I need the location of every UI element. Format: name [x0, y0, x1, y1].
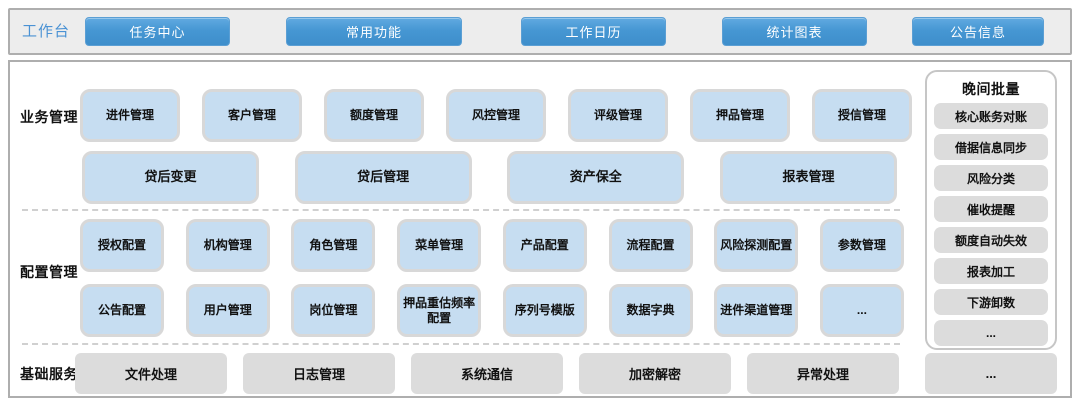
base-service-box[interactable]: 加密解密 — [579, 353, 731, 394]
base-service-box[interactable]: 异常处理 — [747, 353, 899, 394]
business-module-box[interactable]: 评级管理 — [568, 89, 668, 142]
dashed-divider-1 — [22, 209, 900, 211]
config-row-2: 公告配置用户管理岗位管理押品重估频率配置序列号模版数据字典进件渠道管理... — [80, 284, 904, 337]
workbench-button-common-functions[interactable]: 常用功能 — [286, 17, 462, 46]
config-module-box[interactable]: 用户管理 — [185, 284, 270, 337]
night-batch-item[interactable]: 报表加工 — [934, 258, 1048, 284]
config-module-box[interactable]: 机构管理 — [185, 219, 270, 272]
main-panel: 业务管理 配置管理 基础服务 进件管理客户管理额度管理风控管理评级管理押品管理授… — [8, 60, 1072, 398]
night-batch-item[interactable]: 下游卸数 — [934, 289, 1048, 315]
business-module-box[interactable]: 客户管理 — [202, 89, 302, 142]
section-label-base: 基础服务 — [20, 366, 78, 382]
night-batch-item[interactable]: 催收提醒 — [934, 196, 1048, 222]
section-label-config: 配置管理 — [20, 264, 78, 280]
business-module-box[interactable]: 押品管理 — [690, 89, 790, 142]
business-row-2: 贷后变更贷后管理资产保全报表管理 — [82, 151, 897, 204]
business-row-1: 进件管理客户管理额度管理风控管理评级管理押品管理授信管理 — [80, 89, 912, 142]
workbench-button-work-calendar[interactable]: 工作日历 — [521, 17, 666, 46]
business-module-box[interactable]: 风控管理 — [446, 89, 546, 142]
config-module-box[interactable]: 进件渠道管理 — [714, 284, 799, 337]
config-module-box[interactable]: 公告配置 — [80, 284, 164, 337]
night-batch-item[interactable]: 额度自动失效 — [934, 227, 1048, 253]
night-batch-title: 晚间批量 — [962, 81, 1020, 97]
config-module-box[interactable]: 序列号模版 — [502, 284, 587, 337]
config-module-box[interactable]: 参数管理 — [819, 219, 904, 272]
workbench-bar: 工作台 任务中心 常用功能 工作日历 统计图表 公告信息 — [8, 8, 1072, 55]
config-row-1: 授权配置机构管理角色管理菜单管理产品配置流程配置风险探测配置参数管理 — [80, 219, 904, 272]
config-module-box[interactable]: 押品重估频率配置 — [397, 284, 482, 337]
night-batch-item[interactable]: 风险分类 — [934, 165, 1048, 191]
base-services-more-box[interactable]: ... — [925, 353, 1057, 394]
business-module-box[interactable]: 贷后管理 — [294, 151, 472, 204]
business-module-box[interactable]: 资产保全 — [507, 151, 685, 204]
config-module-box[interactable]: ... — [819, 284, 904, 337]
business-module-box[interactable]: 授信管理 — [812, 89, 912, 142]
business-module-box[interactable]: 额度管理 — [324, 89, 424, 142]
business-module-box[interactable]: 进件管理 — [80, 89, 180, 142]
config-module-box[interactable]: 授权配置 — [80, 219, 164, 272]
base-service-box[interactable]: 系统通信 — [411, 353, 563, 394]
night-batch-item[interactable]: 核心账务对账 — [934, 103, 1048, 129]
business-module-box[interactable]: 报表管理 — [719, 151, 897, 204]
base-services-row: 文件处理日志管理系统通信加密解密异常处理 — [75, 353, 899, 394]
section-label-business: 业务管理 — [20, 109, 78, 125]
workbench-label: 工作台 — [22, 23, 71, 40]
base-service-box[interactable]: 文件处理 — [75, 353, 227, 394]
business-module-box[interactable]: 贷后变更 — [82, 151, 259, 204]
dashed-divider-2 — [22, 343, 900, 345]
workbench-button-statistics-charts[interactable]: 统计图表 — [722, 17, 867, 46]
config-module-box[interactable]: 数据字典 — [608, 284, 693, 337]
config-module-box[interactable]: 岗位管理 — [291, 284, 376, 337]
night-batch-item[interactable]: 借据信息同步 — [934, 134, 1048, 160]
config-module-box[interactable]: 菜单管理 — [397, 219, 482, 272]
config-module-box[interactable]: 角色管理 — [291, 219, 376, 272]
night-batch-item[interactable]: ... — [934, 320, 1048, 346]
night-batch-list: 核心账务对账借据信息同步风险分类催收提醒额度自动失效报表加工下游卸数... — [934, 103, 1048, 346]
config-module-box[interactable]: 流程配置 — [608, 219, 693, 272]
base-service-box[interactable]: 日志管理 — [243, 353, 395, 394]
night-batch-panel: 晚间批量 核心账务对账借据信息同步风险分类催收提醒额度自动失效报表加工下游卸数.… — [925, 70, 1057, 350]
config-module-box[interactable]: 风险探测配置 — [714, 219, 799, 272]
workbench-button-task-center[interactable]: 任务中心 — [85, 17, 230, 46]
config-module-box[interactable]: 产品配置 — [502, 219, 587, 272]
workbench-button-announcements[interactable]: 公告信息 — [912, 17, 1044, 46]
